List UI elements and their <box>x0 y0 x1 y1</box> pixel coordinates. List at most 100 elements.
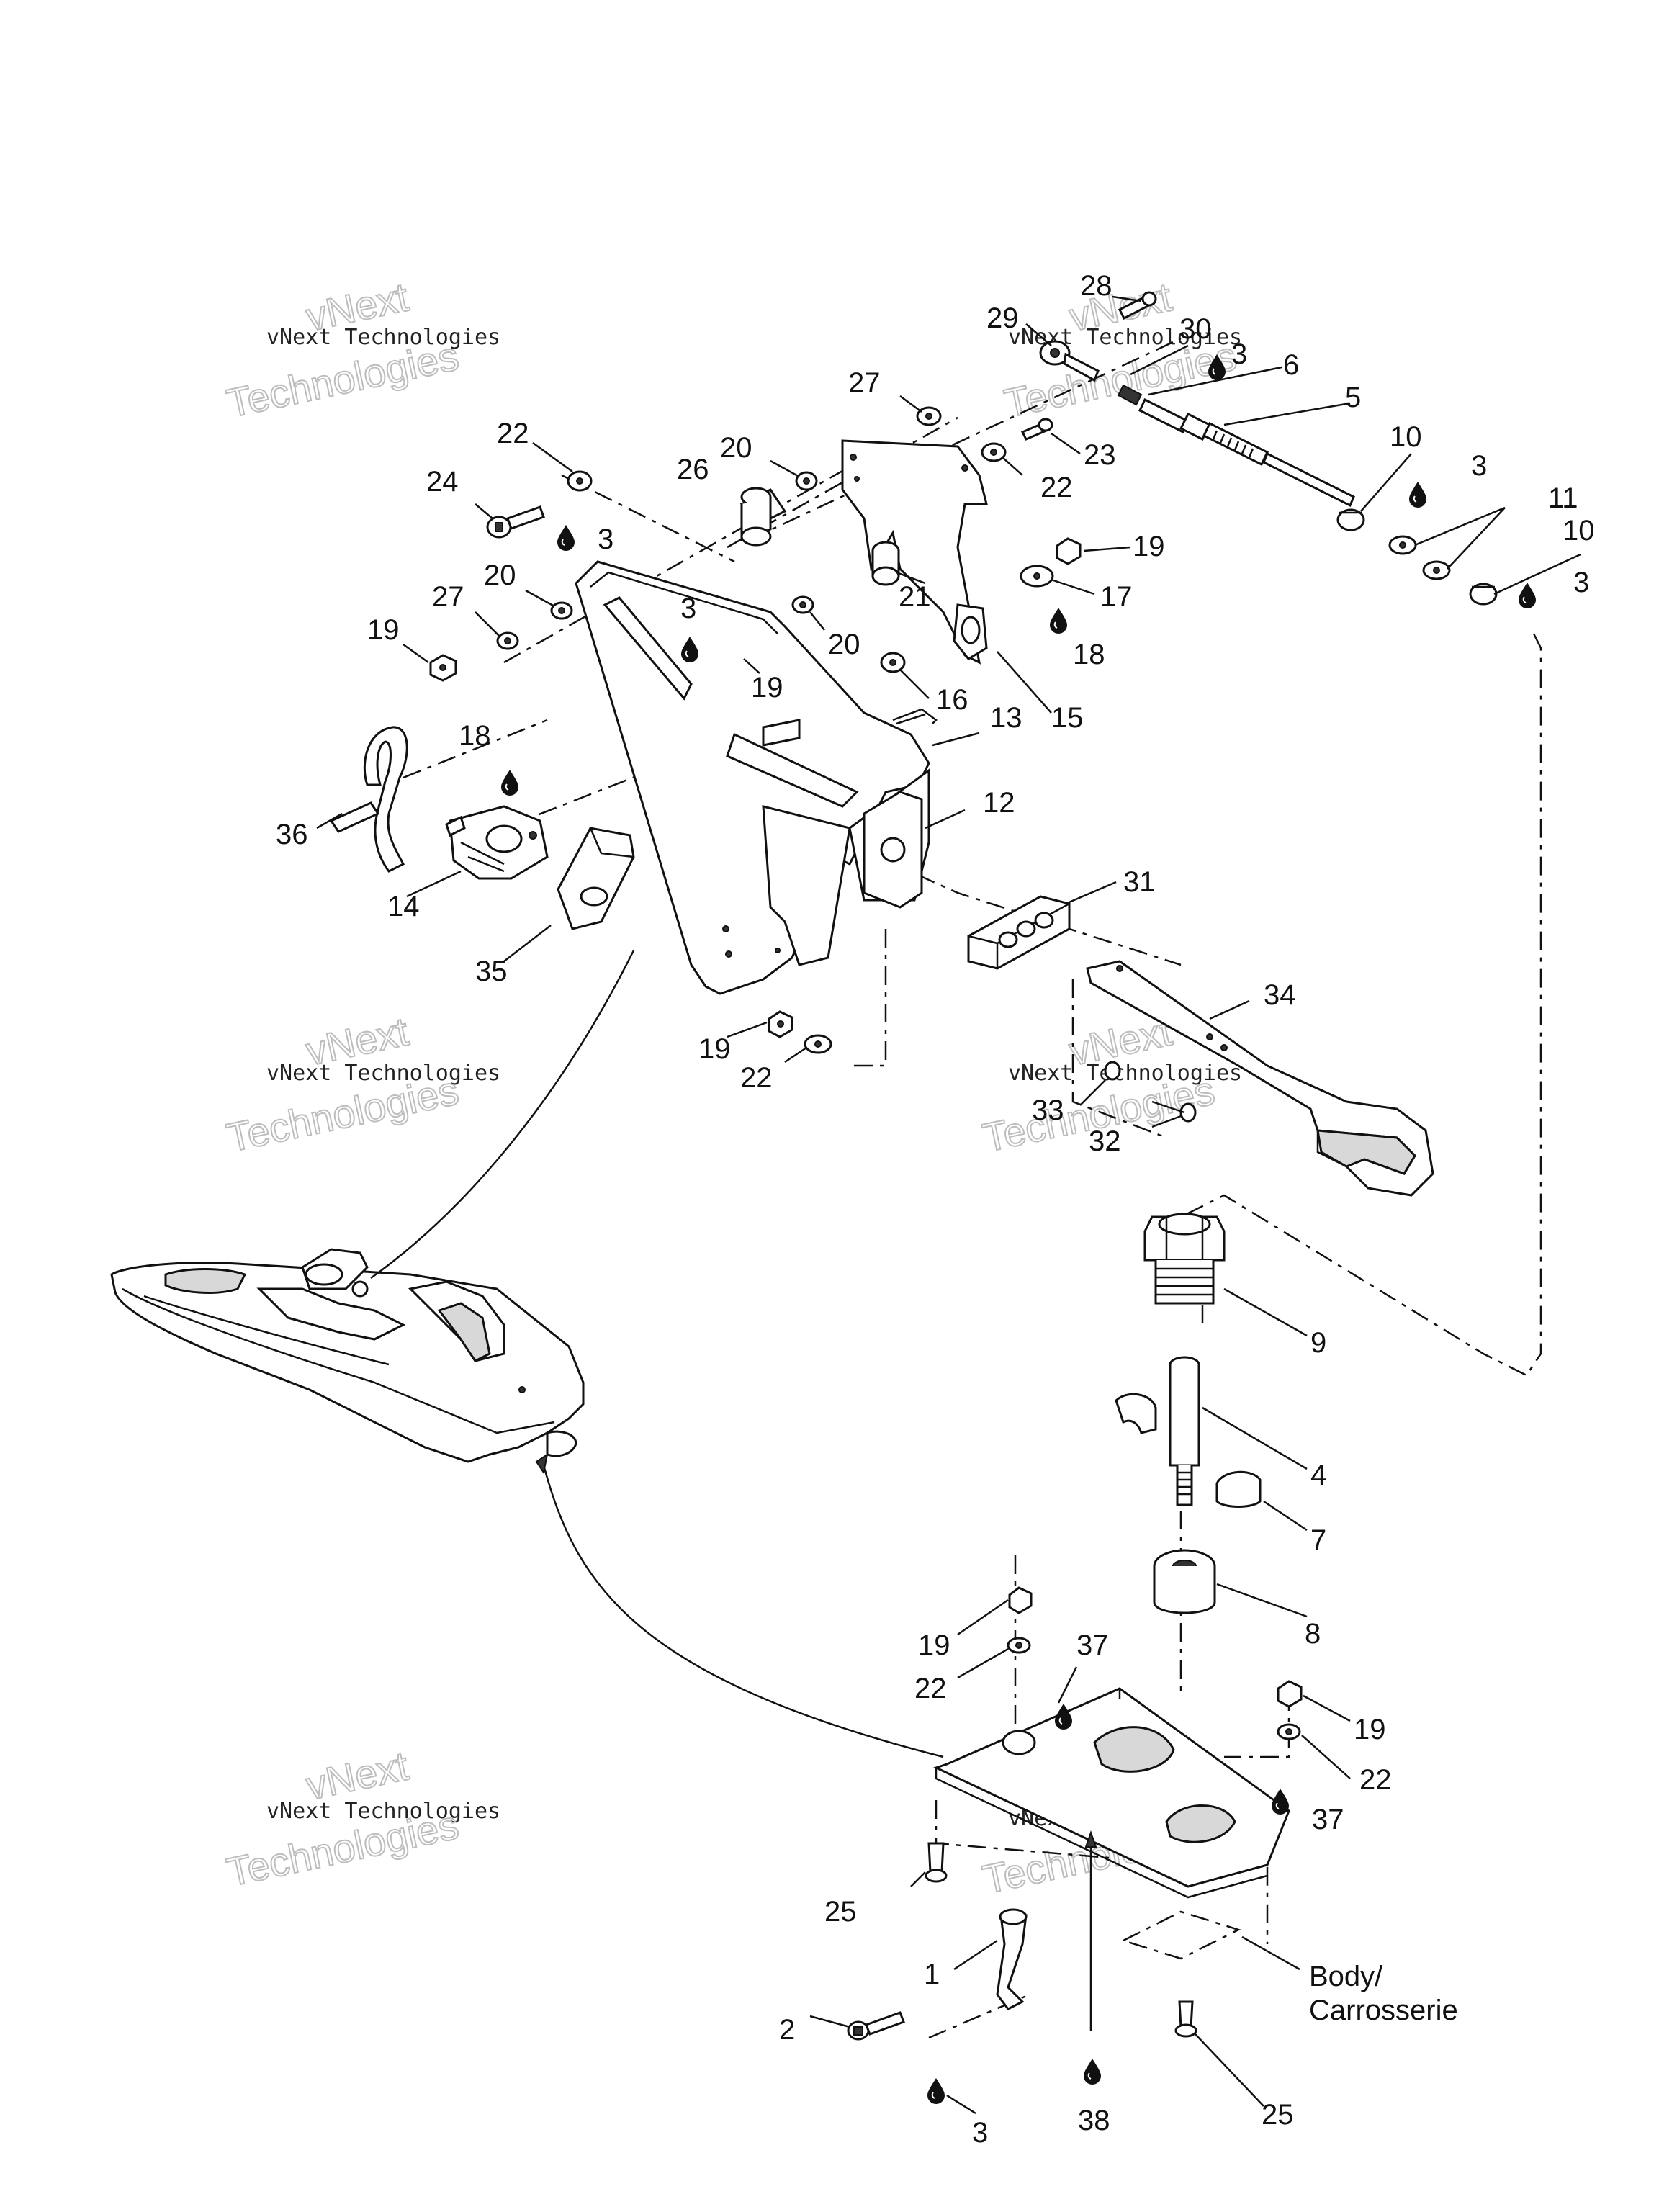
callout-22: 22 <box>914 1673 947 1704</box>
callout-2: 2 <box>779 2014 795 2046</box>
part-19-nut-lower-left <box>768 1010 793 1038</box>
part-22-washer-bottom-left <box>1007 1637 1031 1654</box>
callout-15: 15 <box>1051 702 1084 734</box>
svg-text:vNext Technologies: vNext Technologies <box>266 1799 500 1824</box>
part-20-washer-mid <box>791 595 814 614</box>
callout-6: 6 <box>1283 349 1299 381</box>
callout-3: 3 <box>1471 450 1487 482</box>
callout-26: 26 <box>677 454 709 485</box>
oil-drop-icon <box>927 2077 945 2105</box>
callout-14: 14 <box>387 891 420 922</box>
part-28-screw <box>1118 291 1157 320</box>
callout-19: 19 <box>367 614 400 646</box>
part-25-screw-left <box>925 1842 948 1883</box>
watermark-top-right: vNext vNext Technologies Technologies <box>999 273 1242 426</box>
callout-30: 30 <box>1179 313 1212 345</box>
part-2-screw <box>847 2011 905 2041</box>
part-26-spacer <box>739 487 787 547</box>
part-9-gland-nut <box>1143 1213 1226 1305</box>
part-22-washer-left <box>567 470 593 492</box>
part-15-bracket <box>841 439 988 665</box>
part-29-ball-joint <box>1039 340 1100 382</box>
watermark-top-left: vNext vNext Technologies Technologies <box>222 273 500 426</box>
callout-22: 22 <box>1040 472 1073 503</box>
part-1-rod-end <box>996 1908 1028 2010</box>
boat-illustration <box>110 1248 585 1463</box>
callout-10: 10 <box>1390 421 1422 453</box>
callout-28: 28 <box>1080 270 1112 302</box>
body-label-line2: Carrosserie <box>1309 1995 1458 2026</box>
callout-25: 25 <box>824 1896 857 1928</box>
callout-31: 31 <box>1123 866 1156 898</box>
oil-drop-icon <box>1049 607 1068 634</box>
part-38-arrow <box>1084 1830 1097 2031</box>
part-34-shaft <box>1086 960 1434 1197</box>
part-5-cable <box>1138 397 1355 508</box>
part-13-clip <box>892 708 938 725</box>
part-14-bracket <box>445 805 549 880</box>
callout-8: 8 <box>1305 1618 1321 1650</box>
callout-7: 7 <box>1310 1524 1326 1556</box>
body-label-line1: Body/ <box>1309 1961 1383 1992</box>
callout-36: 36 <box>276 819 308 850</box>
part-20-washer-left <box>550 601 573 620</box>
boat-leader-top <box>370 950 635 1280</box>
callout-29: 29 <box>986 302 1019 334</box>
callout-37: 37 <box>1076 1629 1109 1661</box>
part-19-nut-bottom-left <box>1008 1586 1033 1614</box>
callout-3: 3 <box>972 2117 988 2149</box>
part-22-washer-right <box>981 442 1007 462</box>
callout-10: 10 <box>1563 515 1595 547</box>
part-22-washer-lower-left <box>804 1034 832 1054</box>
callout-27: 27 <box>432 581 464 613</box>
part-19-nut-right <box>1056 537 1082 565</box>
callout-19: 19 <box>698 1033 731 1065</box>
callout-25: 25 <box>1262 2099 1294 2131</box>
oil-drop-icon <box>557 524 575 552</box>
part-27-washer-top <box>916 406 942 426</box>
callout-3: 3 <box>598 523 613 555</box>
part-4-shaft <box>1169 1356 1200 1506</box>
callout-21: 21 <box>899 581 931 613</box>
part-36-pin <box>329 726 408 873</box>
callout-5: 5 <box>1345 382 1361 413</box>
callout-1: 1 <box>924 1959 940 1990</box>
callout-12: 12 <box>983 787 1015 819</box>
callout-18: 18 <box>1073 639 1105 670</box>
callout-20: 20 <box>828 629 860 660</box>
callout-16: 16 <box>936 684 968 716</box>
part-7-collar-lower <box>1215 1470 1262 1508</box>
part-23-screw <box>1020 418 1053 441</box>
part-22-washer-bottom-right <box>1277 1723 1301 1740</box>
part-32-screw <box>1151 1100 1197 1123</box>
callout-19: 19 <box>1133 531 1165 562</box>
callout-19: 19 <box>751 672 783 703</box>
body-section <box>1120 1910 1241 1960</box>
part-19-nut-left <box>429 654 457 682</box>
callout-3: 3 <box>1573 567 1589 598</box>
callout-33: 33 <box>1032 1094 1064 1126</box>
callout-34: 34 <box>1264 979 1296 1011</box>
callout-20: 20 <box>720 432 752 464</box>
watermark-bottom-left: vNext vNext Technologies Technologies <box>222 1742 500 1895</box>
callout-11: 11 <box>1548 482 1578 514</box>
svg-text:vNext Technologies: vNext Technologies <box>266 1061 500 1086</box>
part-31-block <box>967 895 1071 970</box>
callout-38: 38 <box>1078 2105 1110 2136</box>
callout-22: 22 <box>1359 1764 1392 1796</box>
part-25-screw-right <box>1174 2000 1197 2038</box>
callout-22: 22 <box>497 418 529 449</box>
callout-18: 18 <box>459 720 491 752</box>
callout-17: 17 <box>1100 581 1133 613</box>
oil-drop-icon <box>1271 1788 1290 1815</box>
callout-23: 23 <box>1084 439 1116 471</box>
part-8-bushing <box>1153 1549 1216 1614</box>
oil-drop-icon <box>1054 1703 1073 1730</box>
part-7-collar-upper <box>1115 1393 1157 1434</box>
part-10-nut-lower <box>1469 583 1498 606</box>
callout-9: 9 <box>1310 1327 1326 1359</box>
part-24-screw <box>486 505 545 539</box>
part-19-nut-bottom-right <box>1277 1680 1303 1708</box>
callout-37: 37 <box>1312 1804 1344 1835</box>
part-33-washer <box>1104 1061 1121 1081</box>
